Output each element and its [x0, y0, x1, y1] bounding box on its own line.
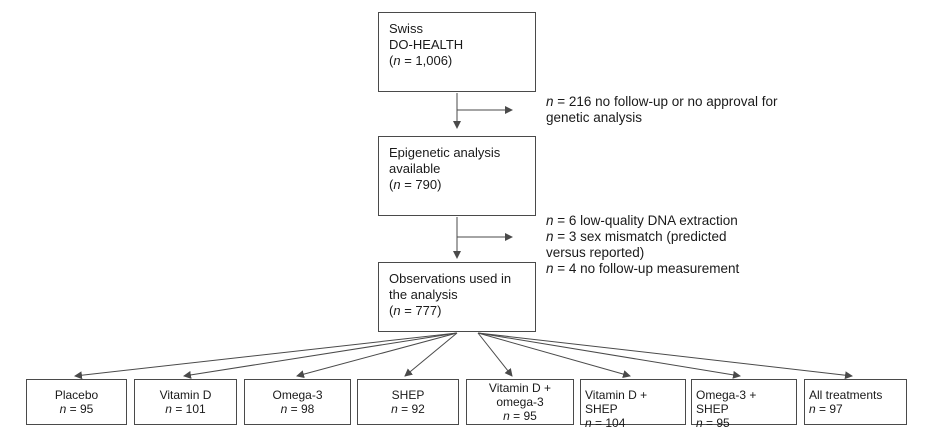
group-count: n = 95	[59, 402, 94, 416]
group-vitamin-d: Vitamin D n = 101	[134, 379, 237, 425]
exclusion-2-sex-mismatch: n = 3 sex mismatch (predicted	[546, 229, 727, 244]
group-name: Vitamin D	[159, 388, 212, 402]
arrow-to-vitamin-d	[183, 332, 458, 379]
group-vitamin-d-omega-3: Vitamin D + omega-3 n = 95	[466, 379, 574, 425]
group-name: Omega-3	[272, 388, 323, 402]
group-name: Vitamin D +	[488, 381, 552, 395]
exclusion-2-dna: n = 6 low-quality DNA extraction	[546, 213, 738, 228]
arrow-to-vitamin-d-omega-3	[477, 332, 513, 377]
exclusion-1-line-2: genetic analysis	[546, 110, 643, 125]
arrow-to-all-treatments	[477, 332, 853, 380]
cohort-line-1: Swiss	[389, 21, 423, 36]
epigenetic-line-2: available	[389, 161, 441, 176]
exclusion-note-1: n = 216 no follow-up or no approval for …	[546, 94, 778, 126]
arrow-to-omega-3	[296, 332, 458, 379]
group-count: n = 104	[585, 416, 626, 430]
observations-line-1: Observations used in	[389, 271, 512, 286]
exclusion-1-line-1: n = 216 no follow-up or no approval for	[546, 94, 778, 109]
cohort-box: Swiss DO-HEALTH (n = 1,006)	[378, 12, 536, 92]
exclusion-2-no-followup: n = 4 no follow-up measurement	[546, 261, 740, 276]
group-count: n = 95	[503, 409, 537, 423]
group-vitamin-d-shep: Vitamin D + SHEP n = 104	[580, 379, 686, 430]
epigenetic-box: Epigenetic analysis available (n = 790)	[378, 136, 536, 216]
epigenetic-line-1: Epigenetic analysis	[389, 145, 501, 160]
group-name: Placebo	[54, 388, 99, 402]
arrow-to-vitamin-d-shep	[477, 332, 631, 378]
group-name: SHEP	[391, 388, 425, 402]
group-count: n = 95	[696, 416, 730, 430]
arrow-to-placebo	[74, 332, 458, 380]
group-count: n = 92	[391, 402, 425, 416]
epigenetic-count: (n = 790)	[389, 177, 442, 192]
group-count: n = 101	[165, 402, 206, 416]
group-name: Omega-3 + SHEP	[696, 388, 757, 416]
group-name: Vitamin D + SHEP	[585, 388, 648, 416]
cohort-line-2: DO-HEALTH	[389, 37, 464, 52]
exclusion-note-2: n = 6 low-quality DNA extraction n = 3 s…	[546, 213, 739, 277]
cohort-count: (n = 1,006)	[389, 53, 453, 68]
observations-box: Observations used in the analysis (n = 7…	[378, 262, 536, 332]
group-all-treatments: All treatments n = 97	[804, 379, 907, 425]
observations-count: (n = 777)	[389, 303, 442, 318]
group-count: n = 97	[809, 402, 843, 416]
exclusion-2-sex-mismatch-cont: versus reported)	[546, 245, 645, 260]
group-name-cont: omega-3	[496, 395, 544, 409]
group-placebo: Placebo n = 95	[26, 379, 127, 425]
group-omega-3-shep: Omega-3 + SHEP n = 95	[691, 379, 797, 430]
group-omega-3: Omega-3 n = 98	[244, 379, 351, 425]
arrow-to-omega-3-shep	[477, 332, 741, 379]
group-name: All treatments	[809, 388, 883, 402]
group-shep: SHEP n = 92	[357, 379, 459, 425]
observations-line-2: the analysis	[389, 287, 458, 302]
arrow-to-shep	[404, 332, 458, 377]
group-count: n = 98	[280, 402, 315, 416]
